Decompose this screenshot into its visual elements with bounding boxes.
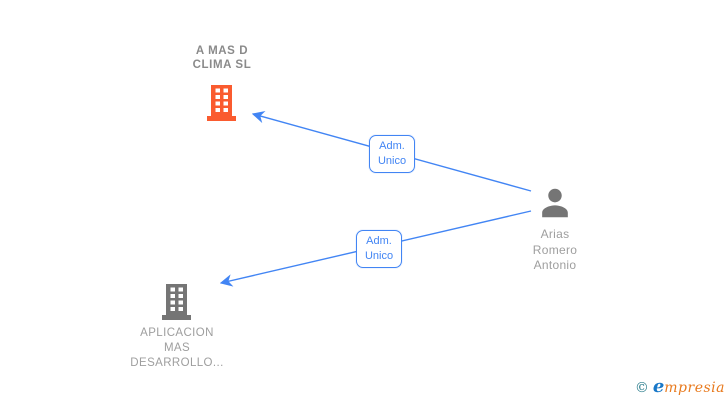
edge-label-line: Unico (377, 155, 407, 167)
person-name: Arias Romero Antonio (532, 227, 578, 272)
edge-label-line: Adm. (366, 235, 392, 247)
edge-label-adm-unico-top: Adm. Unico (369, 135, 415, 173)
empresia-logo-rest: mpresia (664, 380, 725, 396)
empresia-logo-initial: e (652, 376, 665, 397)
company-node-aplicacion-mas-desarrollo[interactable]: APLICACION MAS DESARROLLO... (101, 284, 253, 371)
company-name: APLICACION MAS DESARROLLO... (130, 327, 224, 369)
building-icon (162, 284, 191, 320)
edge-label-line: Unico (364, 250, 394, 262)
company-name: A MAS D CLIMA SL (192, 45, 252, 71)
person-icon (542, 188, 568, 218)
empresia-brand-link[interactable]: © empresia (635, 376, 725, 397)
empresia-logo: empresia (653, 376, 725, 397)
building-icon (207, 85, 236, 121)
company-node-a-mas-d-clima-sl[interactable]: A MAS D CLIMA SL (146, 44, 298, 121)
edge-label-adm-unico-bottom: Adm. Unico (356, 230, 402, 268)
copyright-icon: © (634, 380, 649, 396)
person-node-arias-romero-antonio[interactable]: Arias Romero Antonio (505, 184, 605, 274)
edge-label-line: Adm. (379, 140, 405, 152)
